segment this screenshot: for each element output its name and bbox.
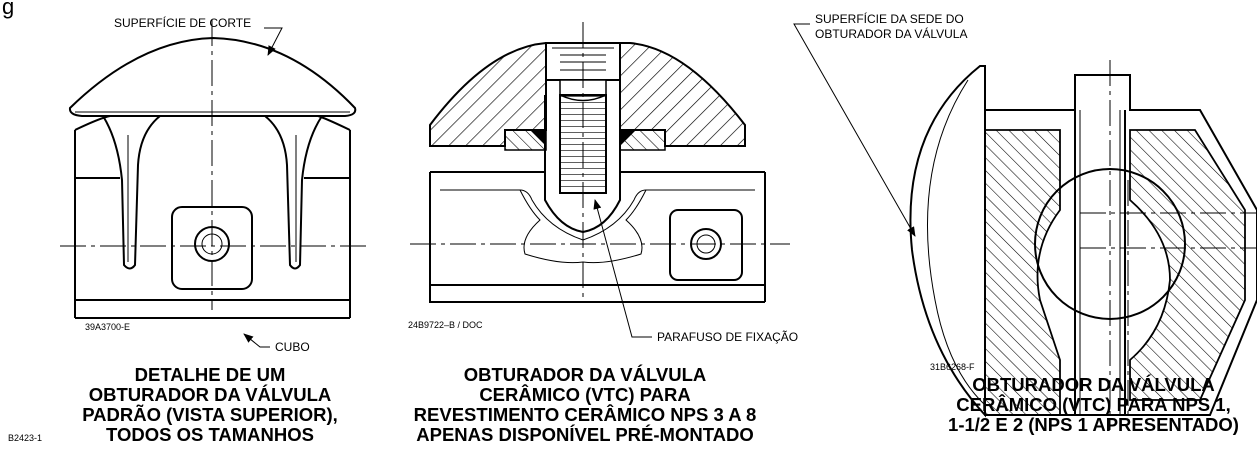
drawing-code-middle: 24B9722–B / DOC bbox=[408, 320, 483, 330]
callout-hub: CUBO bbox=[275, 340, 310, 354]
callout-seat-surface: SUPERFÍCIE DA SEDE DO OBTURADOR DA VÁLVU… bbox=[815, 12, 968, 41]
vtc-plug-nps1-2-drawing bbox=[793, 23, 1257, 430]
caption-middle: OBTURADOR DA VÁLVULA CERÂMICO (VTC) PARA… bbox=[413, 364, 757, 445]
callout-cut-surface: SUPERFÍCIE DE CORTE bbox=[114, 16, 252, 30]
drawing-code-left: 39A3700-E bbox=[85, 322, 131, 332]
figure-mark: g bbox=[2, 0, 15, 19]
vtc-plug-nps3-8-drawing bbox=[410, 22, 790, 338]
figure-code: B2423-1 bbox=[8, 433, 43, 443]
standard-plug-drawing bbox=[60, 20, 370, 348]
callout-set-screw: PARAFUSO DE FIXAÇÃO bbox=[657, 330, 799, 344]
caption-right: OBTURADOR DA VÁLVULA CERÂMICO (VTC) PARA… bbox=[948, 374, 1239, 435]
caption-left: DETALHE DE UM OBTURADOR DA VÁLVULA PADRÃ… bbox=[82, 364, 338, 445]
drawing-code-right: 31B6268-F bbox=[930, 362, 975, 372]
